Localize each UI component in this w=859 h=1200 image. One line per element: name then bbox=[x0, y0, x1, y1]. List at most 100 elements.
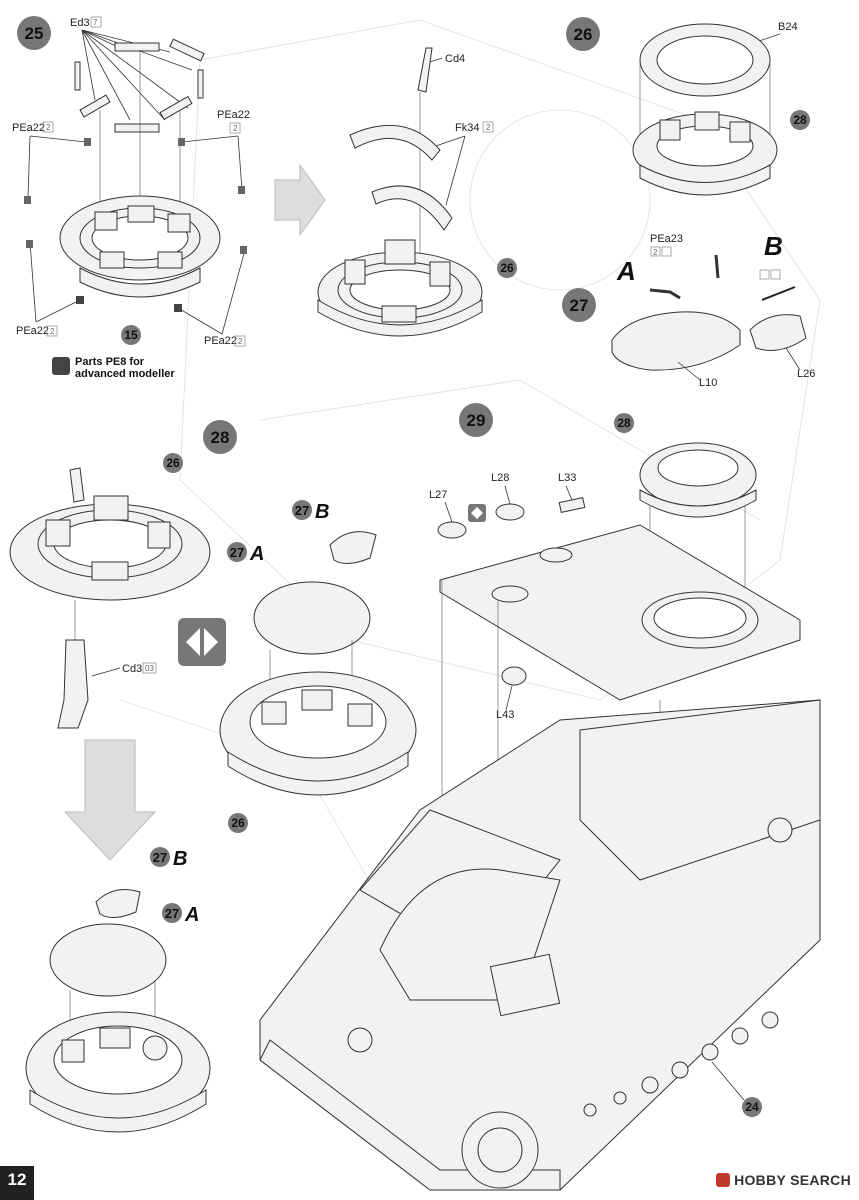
part-cd3 bbox=[57, 639, 89, 729]
part-pea22-label-2: PEa22 bbox=[217, 109, 250, 121]
roof-plate bbox=[439, 524, 801, 701]
part-fk34-upper bbox=[349, 124, 441, 161]
step-27: 27 A B PEa23 2 L10 L26 bbox=[562, 231, 815, 389]
ref-27-b-center: 27 bbox=[295, 503, 309, 518]
hatch-plate-center bbox=[253, 581, 371, 655]
part-cd3-qty: 03 bbox=[145, 664, 154, 673]
variant-b-label-center: B bbox=[315, 501, 329, 523]
flow-arrow-down bbox=[63, 739, 157, 861]
step-25-badge bbox=[17, 16, 51, 50]
turret-ring-bl bbox=[25, 1011, 211, 1133]
part-fk34-qty: 2 bbox=[486, 123, 491, 132]
step-28-number: 28 bbox=[211, 428, 230, 447]
part-l43 bbox=[501, 666, 527, 686]
turret-ring-26-center-low bbox=[219, 671, 417, 796]
step-26-number: 26 bbox=[574, 25, 593, 44]
ref-27b-badge-center bbox=[292, 500, 312, 520]
part-l33-label: L33 bbox=[558, 472, 576, 484]
step-27-number: 27 bbox=[570, 296, 589, 315]
ref-27b-badge-bl bbox=[150, 847, 170, 867]
part-cd3-label: Cd3 bbox=[122, 663, 142, 675]
part-l33 bbox=[558, 497, 586, 513]
ref-24: 24 bbox=[745, 1100, 759, 1114]
page-number: 12 bbox=[7, 1170, 27, 1189]
watermark-text: HOBBY SEARCH bbox=[734, 1172, 851, 1188]
ref-27-b-bl: 27 bbox=[153, 850, 167, 865]
step-28-badge bbox=[203, 420, 237, 454]
ref-26-c: 26 bbox=[231, 816, 245, 830]
hobbysearch-logo-icon bbox=[716, 1173, 731, 1187]
part-pea22-label-4: PEa22 bbox=[204, 335, 237, 347]
part-pea22-qty-3: 2 bbox=[50, 327, 55, 336]
step-29-number: 29 bbox=[467, 411, 486, 430]
turret-ring-28-top bbox=[632, 111, 778, 196]
ref-28-badge-b bbox=[614, 413, 634, 433]
part-ed3-label: Ed3 bbox=[70, 17, 90, 29]
part-l27 bbox=[437, 521, 467, 539]
part-cd4-label: Cd4 bbox=[445, 53, 465, 65]
part-hatch-a bbox=[611, 311, 741, 371]
ref-26-a: 26 bbox=[500, 261, 514, 275]
watermark: HOBBY SEARCH bbox=[716, 1172, 851, 1188]
hull-body bbox=[259, 699, 821, 1191]
step-26: 26 B24 28 bbox=[566, 17, 810, 196]
ref-28-a: 28 bbox=[793, 113, 807, 127]
ed3-plates bbox=[74, 38, 205, 133]
ref-26-b: 26 bbox=[166, 456, 180, 470]
part-pea22-qty-2: 2 bbox=[233, 124, 238, 133]
variant-a-label-center: A bbox=[249, 543, 264, 565]
part-l10-label: L10 bbox=[699, 377, 717, 389]
part-pea23-qty: 2 bbox=[653, 248, 658, 257]
step-25-number: 25 bbox=[25, 24, 44, 43]
pe8-note-line2: advanced modeller bbox=[75, 368, 175, 380]
part-ed3-qty: 7 bbox=[93, 18, 98, 27]
variant-a-label-bl: A bbox=[184, 904, 199, 926]
part-l43-label: L43 bbox=[496, 709, 514, 721]
part-l26-label: L26 bbox=[797, 368, 815, 380]
part-l28-label: L28 bbox=[491, 472, 509, 484]
step-25: 25 Ed3 7 bbox=[12, 16, 250, 347]
variant-a-label-27: A bbox=[616, 256, 636, 286]
part-fk34-label: Fk34 bbox=[455, 122, 479, 134]
turret-ring-26-center bbox=[317, 239, 483, 337]
pe8-note-line1: Parts PE8 for bbox=[75, 356, 145, 368]
ref-15-badge bbox=[121, 325, 141, 345]
step-29: 29 28 L27 L28 L33 L43 bbox=[259, 403, 821, 1191]
step-27-badge bbox=[562, 288, 596, 322]
flow-arrow-25-26 bbox=[274, 163, 326, 237]
turret-ring-29 bbox=[639, 442, 757, 518]
hatch-plate-bl bbox=[49, 923, 167, 997]
step-26-assembly: Cd4 Fk34 2 26 bbox=[317, 47, 517, 337]
step-29-badge bbox=[459, 403, 493, 437]
ref-15: 15 bbox=[124, 328, 138, 342]
step-28: 28 26 Cd3 03 27 A 27 B bbox=[9, 420, 417, 1133]
part-cd4 bbox=[417, 47, 433, 93]
part-pea22-label-1: PEa22 bbox=[12, 122, 45, 134]
variant-b-label-bl: B bbox=[173, 848, 187, 870]
photo-etch-icon bbox=[52, 357, 70, 375]
turret-ring-28-left bbox=[9, 467, 211, 601]
part-l27-label: L27 bbox=[429, 489, 447, 501]
part-pea22-qty-4: 2 bbox=[238, 337, 243, 346]
step-26-badge bbox=[566, 17, 600, 51]
part-pea22-qty-1: 2 bbox=[46, 123, 51, 132]
ref-26-badge-b bbox=[163, 453, 183, 473]
part-b24-label: B24 bbox=[778, 21, 798, 33]
ref-27a-badge-bl bbox=[162, 903, 182, 923]
turret-ring-25 bbox=[59, 195, 221, 298]
pea22-parts bbox=[24, 135, 247, 335]
part-hatch-b bbox=[749, 314, 807, 351]
ref-28-badge-a bbox=[790, 110, 810, 130]
ref-28-b: 28 bbox=[617, 416, 631, 430]
ref-26-badge-c bbox=[228, 813, 248, 833]
part-l28 bbox=[495, 503, 525, 521]
ref-24-badge bbox=[742, 1097, 762, 1117]
part-pea22-label-3: PEa22 bbox=[16, 325, 49, 337]
ref-27-a-center: 27 bbox=[230, 545, 244, 560]
ref-26-badge-a bbox=[497, 258, 517, 278]
ref-27-a-bl: 27 bbox=[165, 906, 179, 921]
variant-b-label-27: B bbox=[764, 231, 783, 261]
page-number-box bbox=[0, 1166, 34, 1200]
